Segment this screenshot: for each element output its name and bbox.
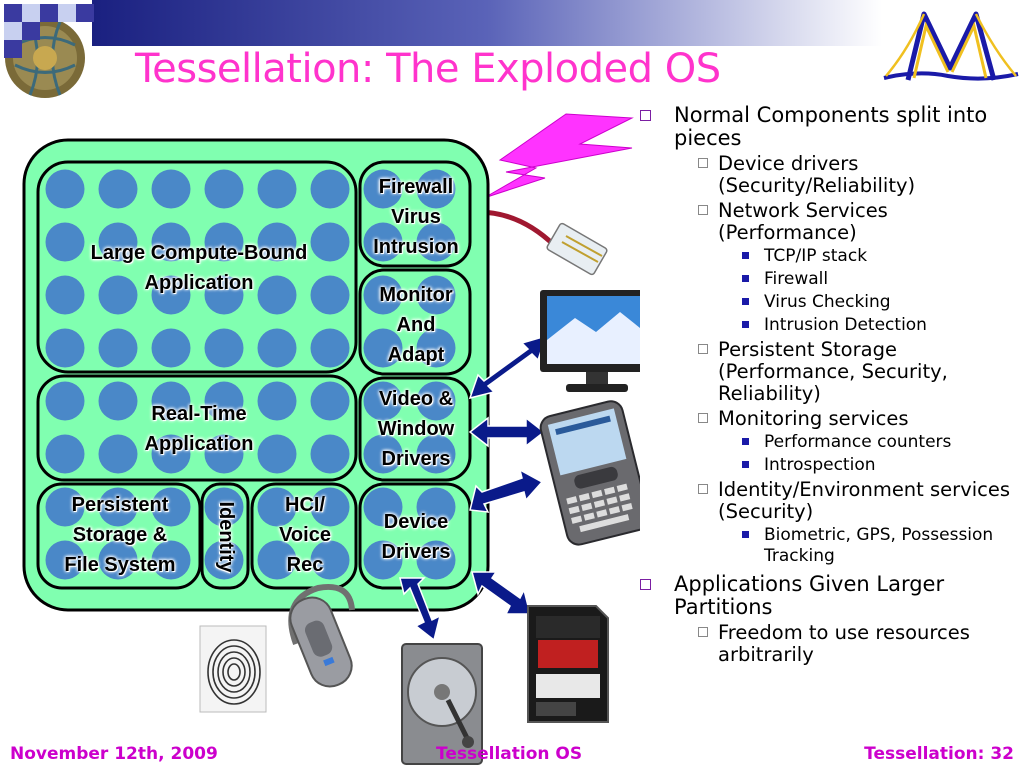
- lightning-icon: [483, 113, 634, 199]
- filled-square-bullet-icon: [742, 531, 749, 538]
- device-drivers-label: Device Drivers: [381, 511, 451, 563]
- monitor-label: Monitor And Adapt: [379, 284, 453, 366]
- bluetooth-headset: [288, 584, 355, 688]
- double-arrow-sdcard: [471, 571, 531, 615]
- filled-square-bullet-icon: [742, 438, 749, 445]
- square-bullet-icon: [698, 205, 708, 215]
- bridge-m-logo: [883, 11, 1019, 81]
- lcd-monitor: [540, 290, 640, 392]
- bullet-firewall: Firewall: [636, 269, 1016, 290]
- bullet-list: Normal Components split into pieces Devi…: [636, 100, 1016, 666]
- bullet-tcpip: TCP/IP stack: [636, 246, 1016, 267]
- double-arrow-drivers: [469, 468, 544, 513]
- bullet-biometric: Biometric, GPS, Possession Tracking: [636, 525, 1016, 567]
- bullet-identity-services: Identity/Environment services (Security): [636, 479, 1016, 523]
- square-bullet-icon: [698, 627, 708, 637]
- large-app-label: Large Compute-Bound Application: [90, 242, 308, 294]
- square-bullet-icon: [698, 344, 708, 354]
- slide-title: Tessellation: The Exploded OS: [135, 46, 721, 92]
- hci-label: HCI/ Voice Rec: [279, 494, 331, 576]
- hard-drive: [401, 643, 483, 765]
- square-bullet-icon: [698, 484, 708, 494]
- square-bullet-icon: [698, 158, 708, 168]
- realtime-app-label: Real-Time Application: [144, 403, 254, 455]
- ethernet-cable: [477, 209, 608, 276]
- footer-page-number: Tessellation: 32: [864, 744, 1014, 764]
- filled-square-bullet-icon: [742, 298, 749, 305]
- filled-square-bullet-icon: [742, 252, 749, 259]
- header-band: [92, 0, 882, 46]
- mosaic-tile-logo: [4, 4, 94, 98]
- bullet-normal-components: Normal Components split into pieces: [636, 104, 1016, 150]
- bullet-device-drivers: Device drivers (Security/Reliability): [636, 153, 1016, 197]
- video-label: Video & Window Drivers: [377, 388, 455, 470]
- double-arrow-harddrive: [399, 577, 442, 642]
- sd-card: [527, 605, 609, 723]
- footer-date: November 12th, 2009: [10, 744, 218, 764]
- bullet-persistent-storage: Persistent Storage (Performance, Securit…: [636, 339, 1016, 405]
- bullet-introspection: Introspection: [636, 455, 1016, 476]
- storage-label: Persistent Storage & File System: [64, 494, 176, 576]
- filled-square-bullet-icon: [742, 321, 749, 328]
- bullet-virus-checking: Virus Checking: [636, 292, 1016, 313]
- bullet-freedom: Freedom to use resources arbitrarily: [636, 622, 1016, 666]
- bullet-intrusion-detection: Intrusion Detection: [636, 315, 1016, 336]
- square-bullet-icon: [698, 413, 708, 423]
- exploded-os-diagram: [22, 113, 640, 765]
- bullet-performance-counters: Performance counters: [636, 432, 1016, 453]
- bullet-applications: Applications Given Larger Partitions: [636, 573, 1016, 619]
- bullet-network-services: Network Services (Performance): [636, 200, 1016, 244]
- identity-label: Identity: [215, 501, 237, 573]
- firewall-label: Firewall Virus Intrusion: [373, 176, 459, 258]
- hollow-square-bullet-icon: [640, 579, 651, 590]
- fingerprint: [199, 625, 267, 713]
- filled-square-bullet-icon: [742, 275, 749, 282]
- hollow-square-bullet-icon: [640, 110, 651, 121]
- bullet-monitoring: Monitoring services: [636, 408, 1016, 430]
- smartphone: [539, 400, 640, 546]
- footer-title: Tessellation OS: [436, 744, 583, 764]
- filled-square-bullet-icon: [742, 461, 749, 468]
